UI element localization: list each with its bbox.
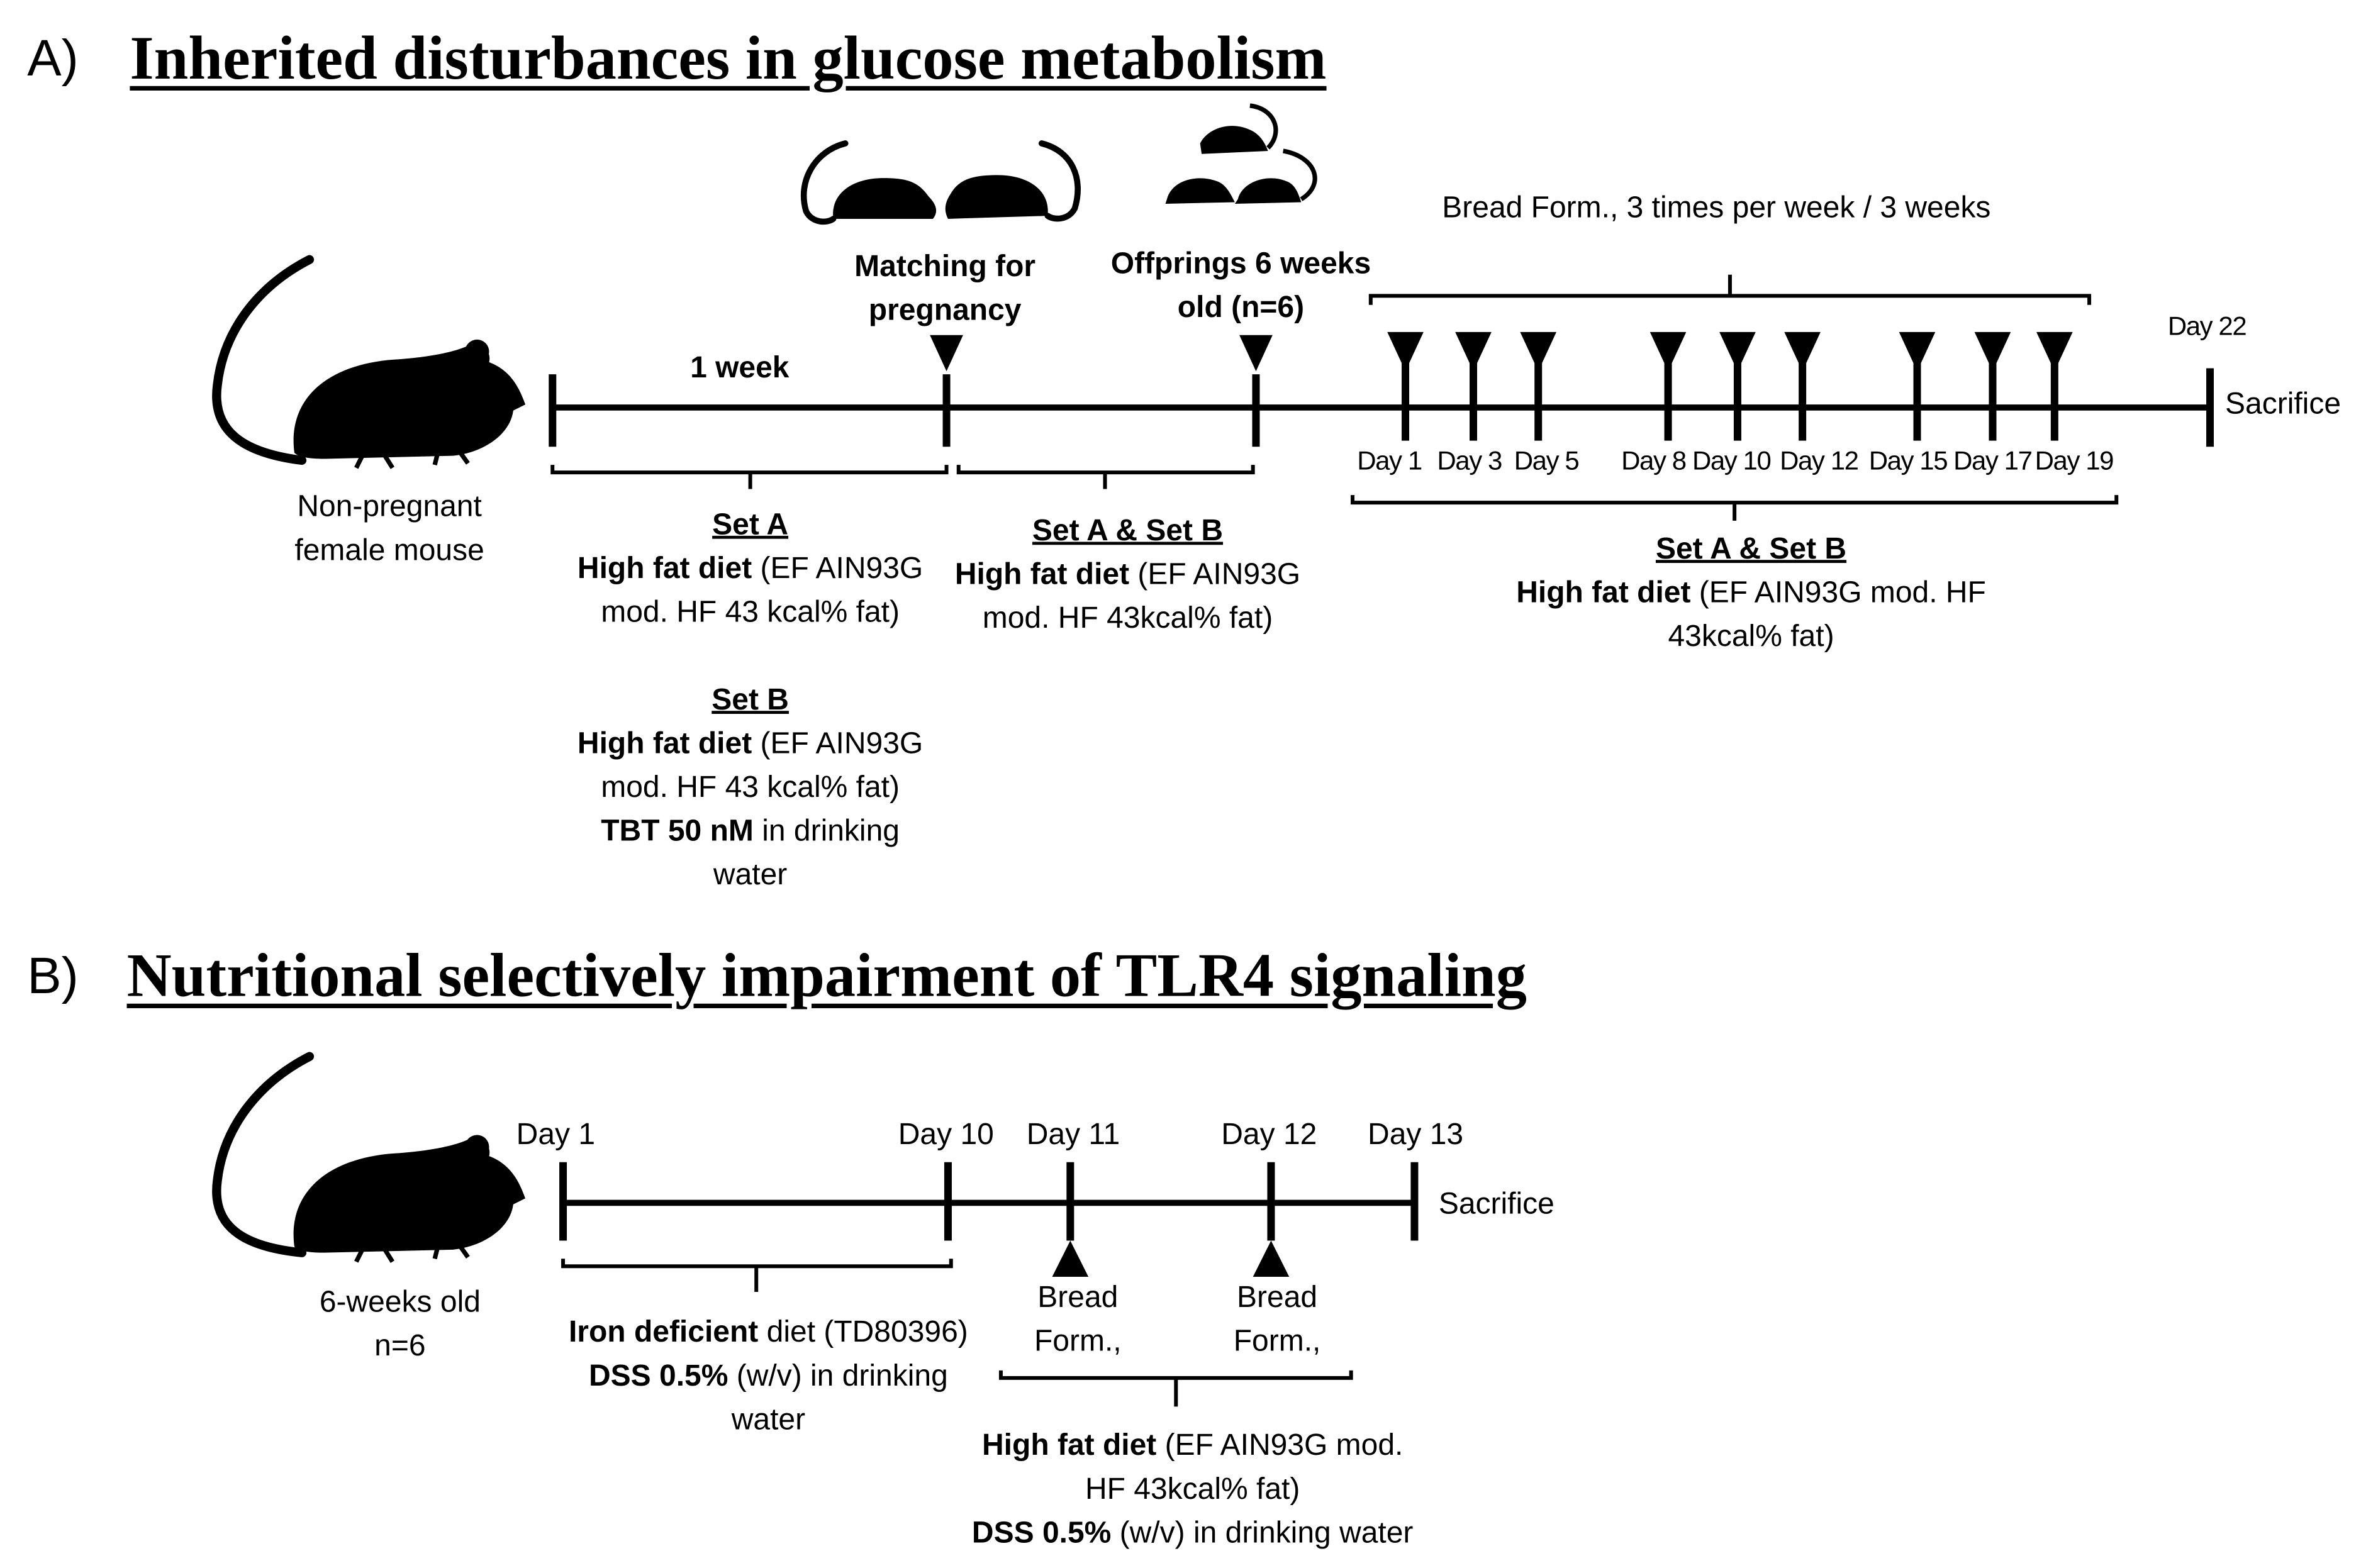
hfd-b-block: High fat diet (EF AIN93G mod. HF 43kcal%… [971, 1429, 1414, 1550]
day-b-10: Day 10 [898, 1118, 994, 1152]
bread-marker-b1 [1052, 1240, 1089, 1277]
day-b-13: Day 13 [1368, 1118, 1464, 1152]
day-label-a-5: Day 10 [1692, 445, 1772, 475]
panel-a-title: Inherited disturbances in glucose metabo… [130, 22, 1327, 92]
panel-b-label: B) [27, 947, 79, 1006]
one-week-label: 1 week [690, 352, 790, 385]
day-label-a-1: Day 1 [1357, 445, 1422, 475]
day-label-a-3: Day 5 [1514, 445, 1580, 475]
bread-marker-a-9 [2036, 331, 2073, 372]
bread-marker-a-7 [1899, 331, 1936, 372]
bread-marker-a-3 [1520, 331, 1556, 372]
day-22-label: Day 22 [2167, 311, 2247, 342]
young-mouse-label: 6-weeks old n=6 [319, 1286, 481, 1363]
day-b-12: Day 12 [1221, 1118, 1317, 1152]
bread-marker-b2 [1253, 1240, 1290, 1277]
bread-marker-a-6 [1784, 331, 1821, 372]
offspring-mice-icon [1165, 103, 1317, 204]
day-label-a-6: Day 12 [1780, 445, 1859, 475]
bread-form-b2: Bread Form., [1233, 1281, 1321, 1359]
bread-form-b1: Bread Form., [1034, 1281, 1122, 1359]
female-mouse-icon [212, 255, 526, 469]
day-label-a-4: Day 8 [1621, 445, 1687, 475]
bread-marker-a-1 [1387, 331, 1424, 372]
day-label-a-2: Day 3 [1437, 445, 1502, 475]
panel-a-label: A) [27, 30, 79, 88]
set-ab-right-block: Set A & Set B High fat diet (EF AIN93G m… [1516, 533, 1986, 654]
bread-marker-a-4 [1649, 331, 1687, 372]
panel-b-title: Nutritional selectively impairment of TL… [126, 940, 1527, 1010]
matching-label: Matching for pregnancy [854, 250, 1036, 328]
day-label-a-9: Day 19 [2034, 445, 2114, 475]
iron-deficient-block: Iron deficient diet (TD80396) DSS 0.5% (… [568, 1316, 968, 1437]
sacrifice-b-label: Sacrifice [1438, 1187, 1554, 1221]
set-a-block: Set A High fat diet (EF AIN93G mod. HF 4… [577, 508, 924, 630]
day-b-11: Day 11 [1026, 1118, 1120, 1152]
day-b-1: Day 1 [516, 1118, 596, 1152]
breeding-pair-icon [800, 140, 1081, 225]
bread-marker-a-8 [1974, 331, 2011, 372]
female-mouse-label: Non-pregnant female mouse [294, 490, 484, 568]
day-label-a-7: Day 15 [1868, 445, 1948, 475]
set-b-block: Set B High fat diet (EF AIN93G mod. HF 4… [577, 684, 924, 892]
matching-marker [930, 335, 963, 372]
young-mouse-icon [212, 1052, 526, 1263]
bread-marker-a-5 [1719, 331, 1756, 372]
bread-marker-a-2 [1455, 331, 1492, 372]
bread-markers [1387, 331, 2073, 441]
day-label-a-8: Day 17 [1953, 445, 2033, 475]
sacrifice-a-label: Sacrifice [2225, 387, 2341, 421]
bread-form-schedule: Bread Form., 3 times per week / 3 weeks [1442, 191, 1991, 225]
offspring-label: Offprings 6 weeks old (n=6) [1110, 247, 1371, 325]
set-ab-mid-block: Set A & Set B High fat diet (EF AIN93G m… [954, 514, 1301, 636]
offspring-marker [1239, 335, 1273, 372]
